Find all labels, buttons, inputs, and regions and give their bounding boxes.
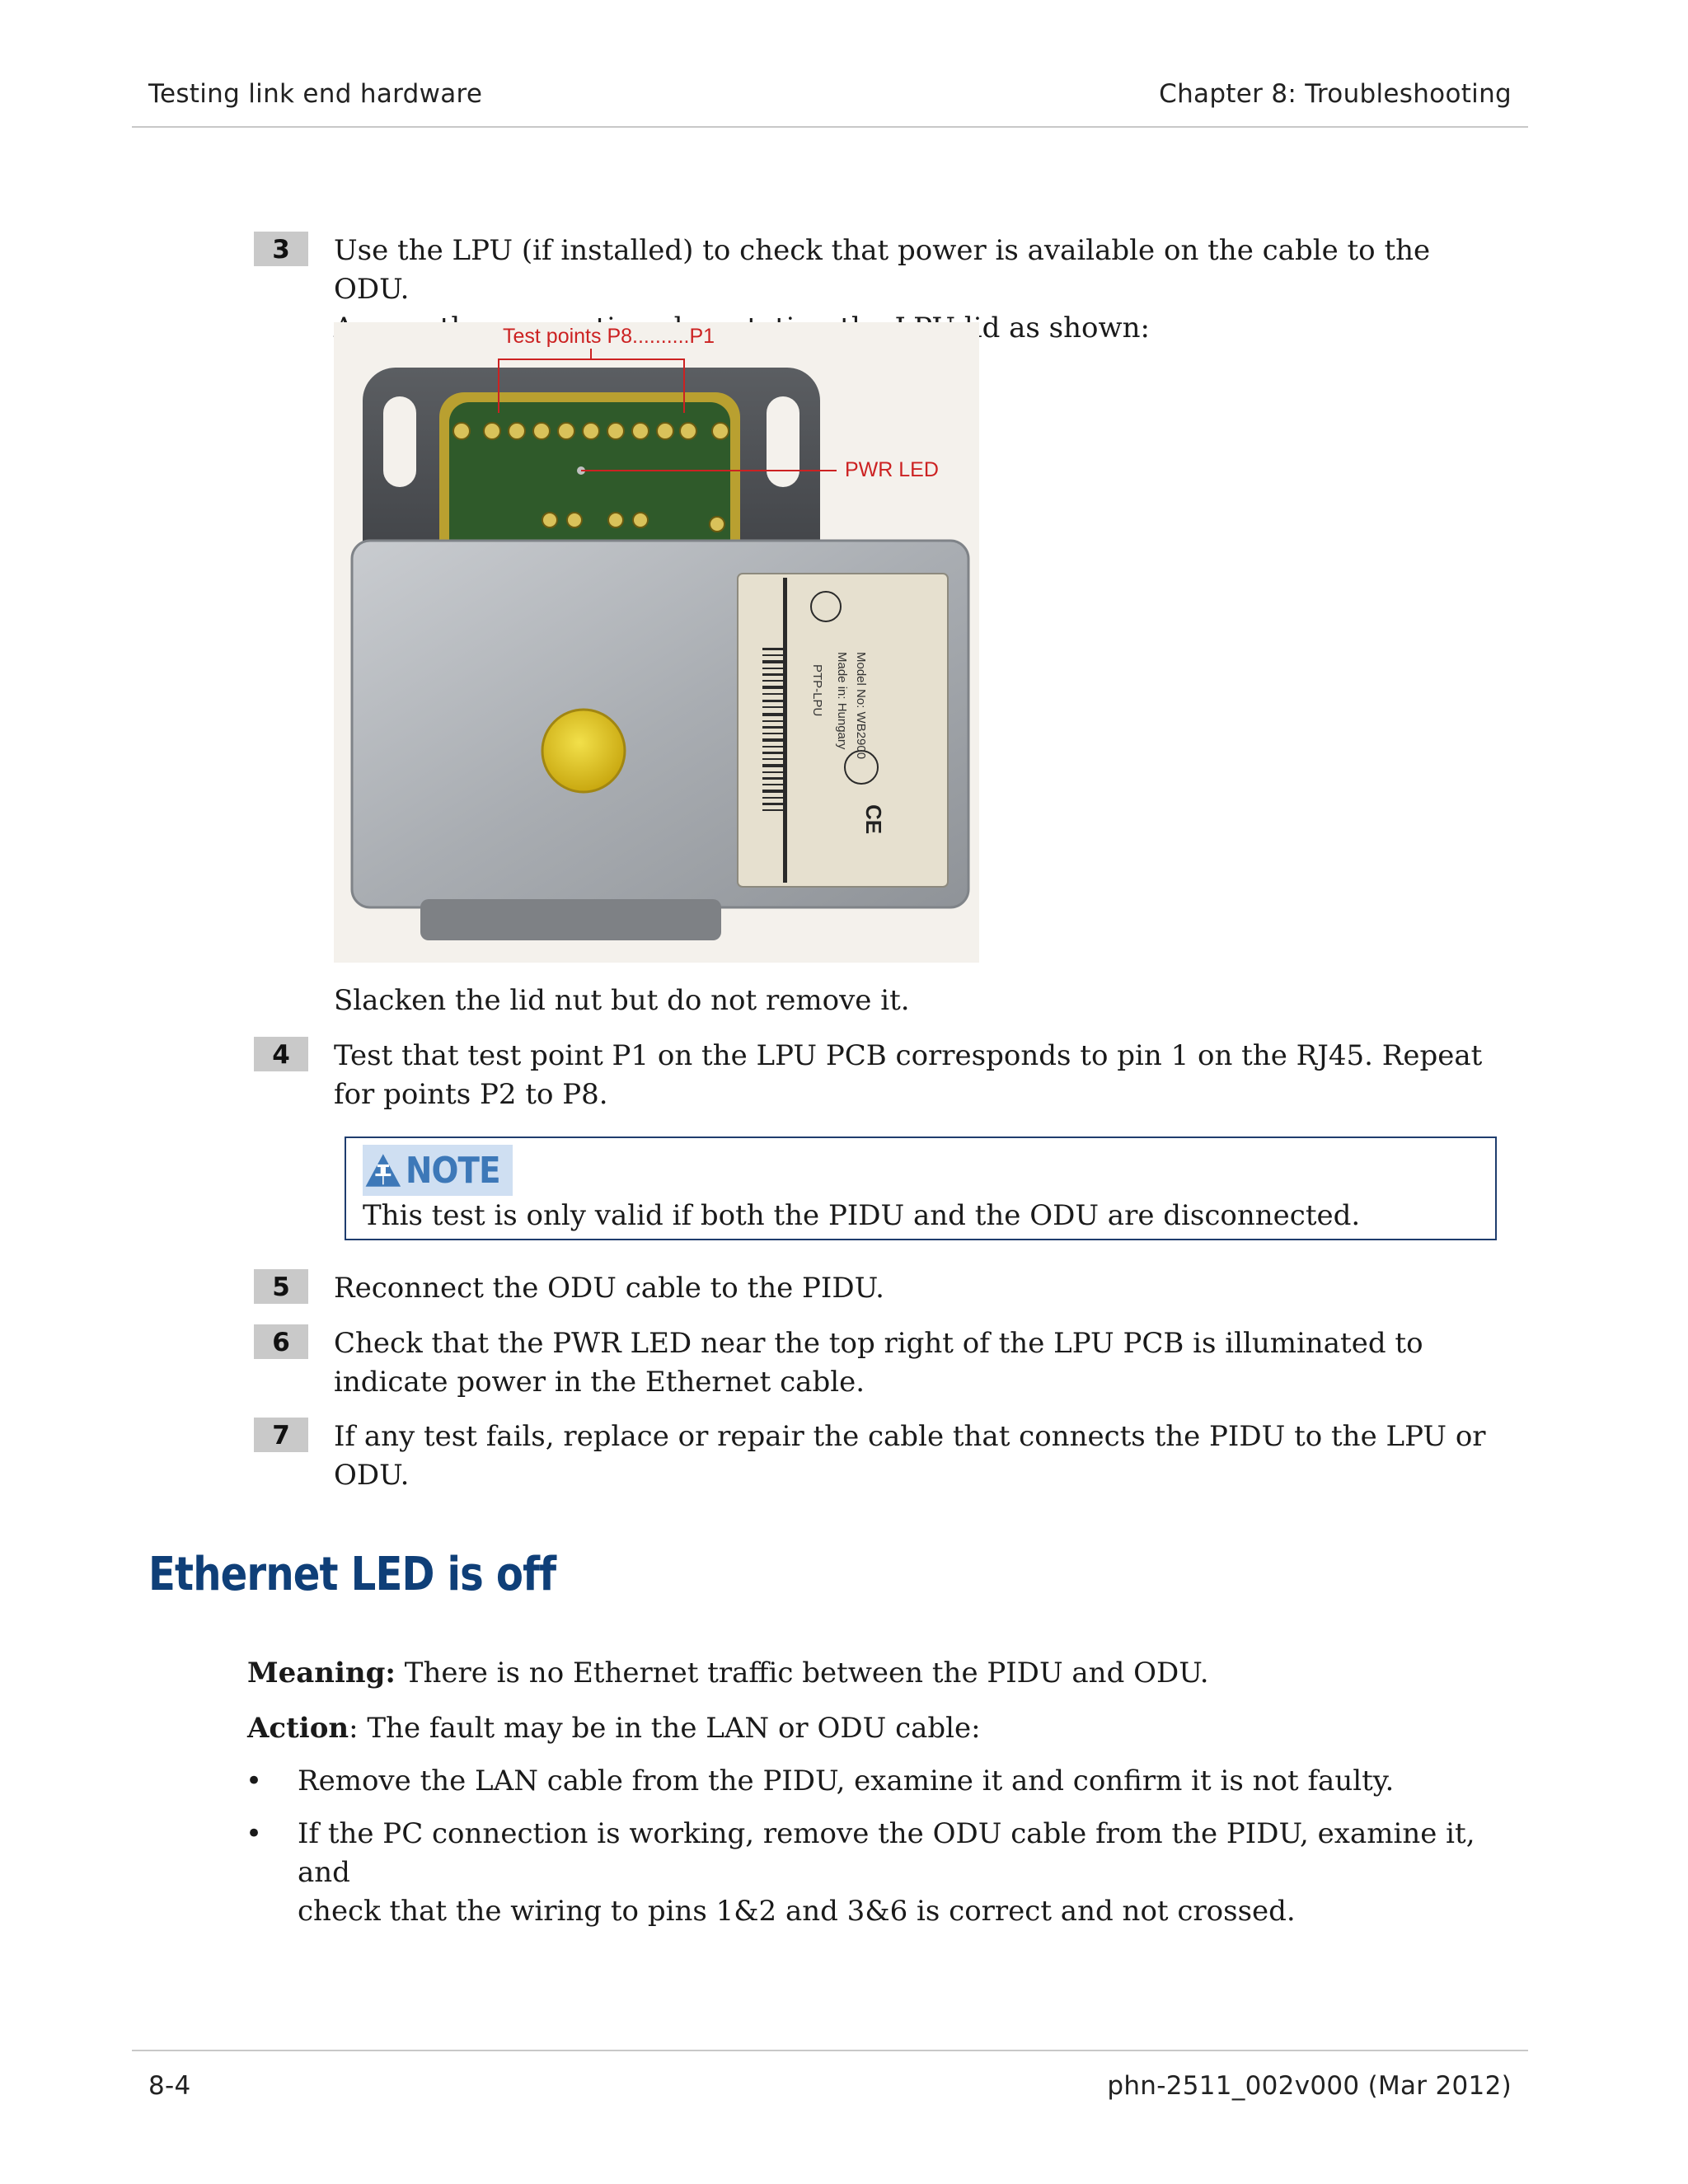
test-points-label: Test points P8..........P1 (503, 325, 715, 348)
bullet-dot-icon: • (246, 1817, 263, 1850)
step-line: Reconnect the ODU cable to the PIDU. (334, 1272, 884, 1305)
lpu-illustration (350, 349, 970, 940)
bullet-line: Remove the LAN cable from the PIDU, exam… (298, 1765, 1395, 1797)
step-number: 5 (254, 1269, 308, 1304)
step-line: Check that the PWR LED near the top righ… (334, 1327, 1423, 1360)
step-line: ODU. (334, 1459, 410, 1492)
lpu-photo: Test points P8..........P1 PWR LED Model… (334, 322, 979, 963)
bullet-line: If the PC connection is working, remove … (298, 1817, 1475, 1889)
step-line: for points P2 to P8. (334, 1078, 608, 1111)
meaning-text: There is no Ethernet traffic between the… (395, 1657, 1209, 1690)
lpu-model-label: Model No: WB2900 (854, 652, 868, 760)
action-paragraph: Action: The fault may be in the LAN or O… (247, 1709, 981, 1748)
step-line: Test that test point P1 on the LPU PCB c… (334, 1039, 1483, 1072)
ce-mark: CE (861, 804, 886, 835)
lpu-made-in-label: Made in: Hungary (835, 652, 849, 750)
step-line: If any test fails, replace or repair the… (334, 1420, 1486, 1453)
step-number: 7 (254, 1418, 308, 1452)
step-text: Check that the PWR LED near the top righ… (334, 1324, 1504, 1402)
step-text: Test that test point P1 on the LPU PCB c… (334, 1037, 1504, 1114)
step-number: 6 (254, 1324, 308, 1359)
document-id: phn-2511_002v000 (Mar 2012) (1107, 2071, 1512, 2101)
running-header: Testing link end hardware Chapter 8: Tro… (132, 0, 1528, 128)
pwr-led-label: PWR LED (845, 458, 939, 481)
note-label: NOTE (405, 1149, 501, 1192)
step-text: If any test fails, replace or repair the… (334, 1418, 1504, 1495)
lpu-product-label: PTP-LPU (810, 664, 824, 717)
header-chapter-title: Chapter 8: Troubleshooting (1159, 79, 1512, 109)
note-text: This test is only valid if both the PIDU… (363, 1199, 1361, 1232)
slacken-instruction: Slacken the lid nut but do not remove it… (334, 984, 910, 1017)
action-text: : The fault may be in the LAN or ODU cab… (349, 1712, 981, 1745)
section-heading: Ethernet LED is off (148, 1548, 556, 1601)
note-box: NOTE This test is only valid if both the… (345, 1137, 1497, 1240)
step-line: Use the LPU (if installed) to check that… (334, 234, 1431, 306)
running-footer: 8-4 phn-2511_002v000 (Mar 2012) (132, 2050, 1528, 2116)
note-badge: NOTE (363, 1145, 513, 1196)
step-number: 3 (254, 232, 308, 266)
meaning-paragraph: Meaning: There is no Ethernet traffic be… (247, 1654, 1209, 1693)
bullet-dot-icon: • (246, 1765, 263, 1797)
bullet-line: check that the wiring to pins 1&2 and 3&… (298, 1895, 1296, 1928)
step-text: Reconnect the ODU cable to the PIDU. (334, 1269, 1504, 1308)
bullet-text: Remove the LAN cable from the PIDU, exam… (298, 1762, 1534, 1801)
step-line: indicate power in the Ethernet cable. (334, 1366, 865, 1399)
warning-pin-icon (365, 1154, 401, 1187)
header-section-title: Testing link end hardware (148, 79, 483, 109)
page-number: 8-4 (148, 2071, 191, 2101)
meaning-label: Meaning: (247, 1657, 396, 1690)
step-number: 4 (254, 1037, 308, 1071)
action-label: Action (247, 1712, 349, 1745)
bullet-text: If the PC connection is working, remove … (298, 1815, 1534, 1931)
